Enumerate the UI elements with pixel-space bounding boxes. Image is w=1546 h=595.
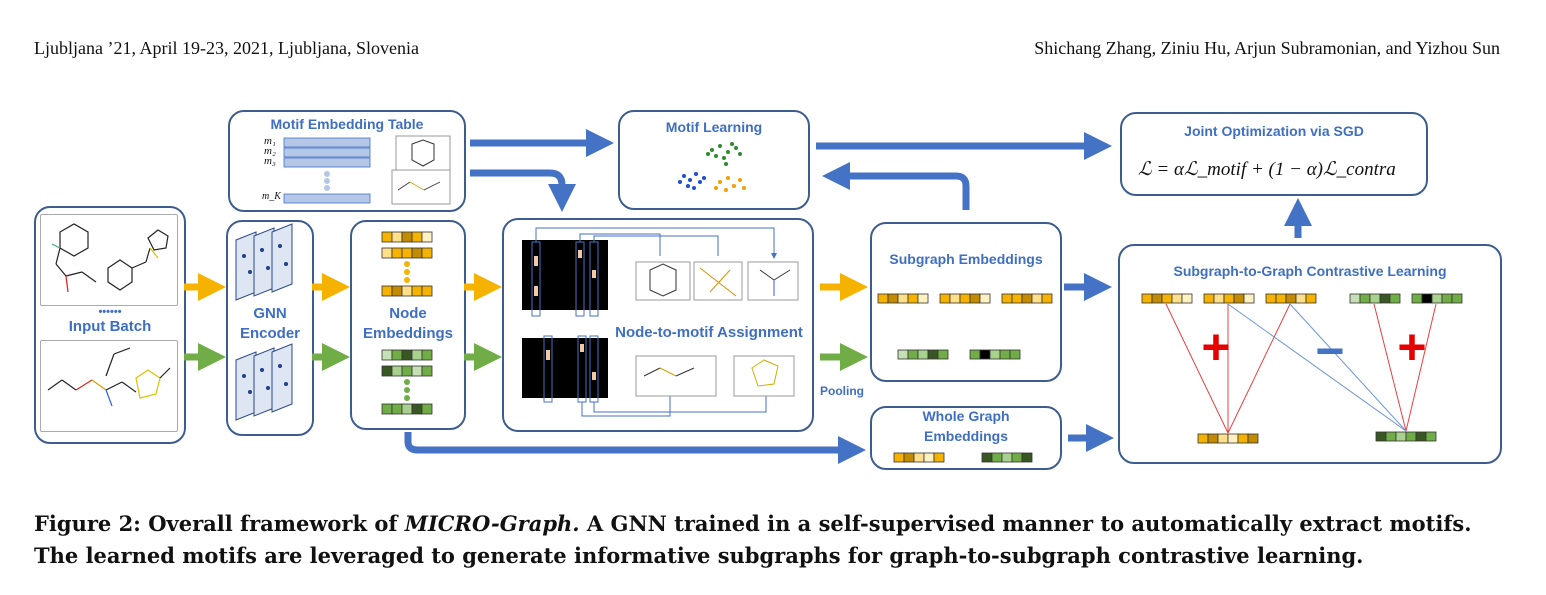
contrast-bar-g2: [1411, 293, 1463, 304]
contrastive-title: Subgraph-to-Graph Contrastive Learning: [1173, 263, 1447, 279]
motif-label-m1: m₁: [264, 135, 276, 147]
whole-graph-bar-green: [981, 452, 1033, 463]
plus-sign-right: +: [1397, 319, 1427, 375]
gnn-label-line1: GNN: [253, 305, 287, 322]
node-embedding-green-bars: [381, 349, 433, 415]
subgraph-bar-2: [939, 293, 991, 304]
whole-graph-bars: [893, 452, 1033, 463]
contrastive-box: [1118, 244, 1502, 464]
caption-italic: MICRO-Graph.: [404, 511, 580, 536]
embedding-bar-g2: [381, 365, 433, 377]
chain-fragment-icon: [643, 367, 695, 377]
embedding-bar-g1: [381, 349, 433, 361]
branch-fragment-icon: [759, 269, 791, 296]
ring-fragment-icon: [699, 267, 737, 297]
motif-candidate-branch: [747, 261, 799, 301]
motif-learning-scatter: [678, 142, 746, 192]
subgraph-bar-4: [897, 349, 949, 360]
gnn-stack-top-icon: [235, 223, 293, 301]
pooling-label: Pooling: [820, 384, 864, 398]
input-batch-dots: ••••••: [98, 306, 122, 318]
motif-table-title: Motif Embedding Table: [270, 116, 424, 132]
input-batch-label: Input Batch: [68, 318, 152, 335]
contrast-bar-g1: [1349, 293, 1401, 304]
motif-learning-box: [618, 110, 810, 210]
hexagon-icon: [411, 139, 435, 167]
motif-candidate-ring: [693, 261, 743, 301]
subgraph-bar-5: [969, 349, 1021, 360]
molecule-panel-top: [40, 214, 178, 306]
plus-sign-left: +: [1201, 319, 1231, 375]
contrast-graph-bar-yellow: [1197, 433, 1259, 444]
cluster-orange-points: [714, 176, 746, 192]
node-embeddings-line2: Embeddings: [362, 325, 453, 342]
blue-arrows: [404, 129, 1312, 464]
molecule-panel-bottom: [40, 340, 178, 432]
contrast-bar-y2: [1203, 293, 1255, 304]
assignment-matrix-bottom: [522, 338, 608, 398]
node-embedding-yellow-bars: [381, 231, 433, 297]
embedding-bar-y1: [381, 231, 433, 243]
subgraph-embeddings-title: Subgraph Embeddings: [889, 251, 1043, 267]
embedding-bar-y2: [381, 247, 433, 259]
motif-label-mk: m_K: [262, 191, 281, 202]
contrast-bar-y3: [1265, 293, 1317, 304]
pentagon-motif-icon: [751, 359, 779, 387]
molecule-top-icon: [51, 223, 169, 293]
motif-table-ellipsis: [324, 171, 330, 191]
cluster-green-points: [706, 142, 742, 166]
assignment-highlights: [534, 250, 596, 380]
cluster-blue-points: [678, 172, 706, 190]
joint-opt-box: [1120, 112, 1428, 196]
gnn-label-line2: Encoder: [239, 325, 300, 342]
caption-prefix: Figure 2: Overall framework of: [34, 511, 405, 536]
subgraph-bar-1: [877, 293, 929, 304]
motif-learning-title: Motif Learning: [665, 119, 763, 135]
whole-graph-line1: Whole Graph: [922, 408, 1010, 424]
motif-candidate-pentagon: [733, 355, 795, 397]
molecule-bottom-icon: [47, 347, 171, 407]
running-header-venue: Ljubljana ’21, April 19-23, 2021, Ljublj…: [34, 38, 419, 58]
motif-table-rows: [283, 137, 371, 204]
motif-label-m2: m₂: [264, 145, 276, 157]
green-ellipsis-dots: [404, 379, 410, 401]
minus-sign: −: [1315, 323, 1345, 379]
embedding-bar-y3: [381, 285, 433, 297]
negative-pair-lines: [1227, 303, 1407, 432]
subgraph-bar-3: [1001, 293, 1053, 304]
motif-hexagon-thumb: [395, 135, 451, 173]
embedding-bar-g3: [381, 403, 433, 415]
motif-label-m3: m₃: [264, 155, 276, 167]
subgraph-embedding-bars: [877, 293, 1053, 360]
contrastive-bars: [1141, 293, 1463, 444]
joint-opt-title: Joint Optimization via SGD: [1184, 123, 1364, 139]
positive-pair-lines: [1165, 303, 1437, 434]
node-to-motif-title: Node-to-motif Assignment: [615, 324, 803, 341]
node-embeddings-line1: Node: [389, 305, 427, 322]
figure-caption: Figure 2: Overall framework of MICRO-Gra…: [34, 508, 1514, 572]
yellow-ellipsis-dots: [404, 261, 410, 283]
gnn-stack-bottom-icon: [235, 343, 293, 421]
assignment-links: [531, 227, 777, 417]
molecule-fragment-icon: [397, 181, 441, 191]
contrast-graph-bar-green: [1375, 431, 1437, 442]
hexagon-motif-icon: [649, 263, 677, 297]
motif-molecule-thumb: [391, 169, 451, 205]
caption-rest: A GNN trained in a self-supervised manne…: [34, 511, 1472, 568]
whole-graph-line2: Embeddings: [923, 428, 1008, 444]
whole-graph-bar-yellow: [893, 452, 945, 463]
contrast-bar-y1: [1141, 293, 1193, 304]
motif-candidate-hexagon: [635, 261, 691, 301]
loss-formula: ℒ = αℒ_motif + (1 − α)ℒ_contra: [1138, 159, 1396, 180]
gnn-layer-icons: [235, 223, 293, 421]
running-header-authors: Shichang Zhang, Ziniu Hu, Arjun Subramon…: [1034, 38, 1500, 58]
